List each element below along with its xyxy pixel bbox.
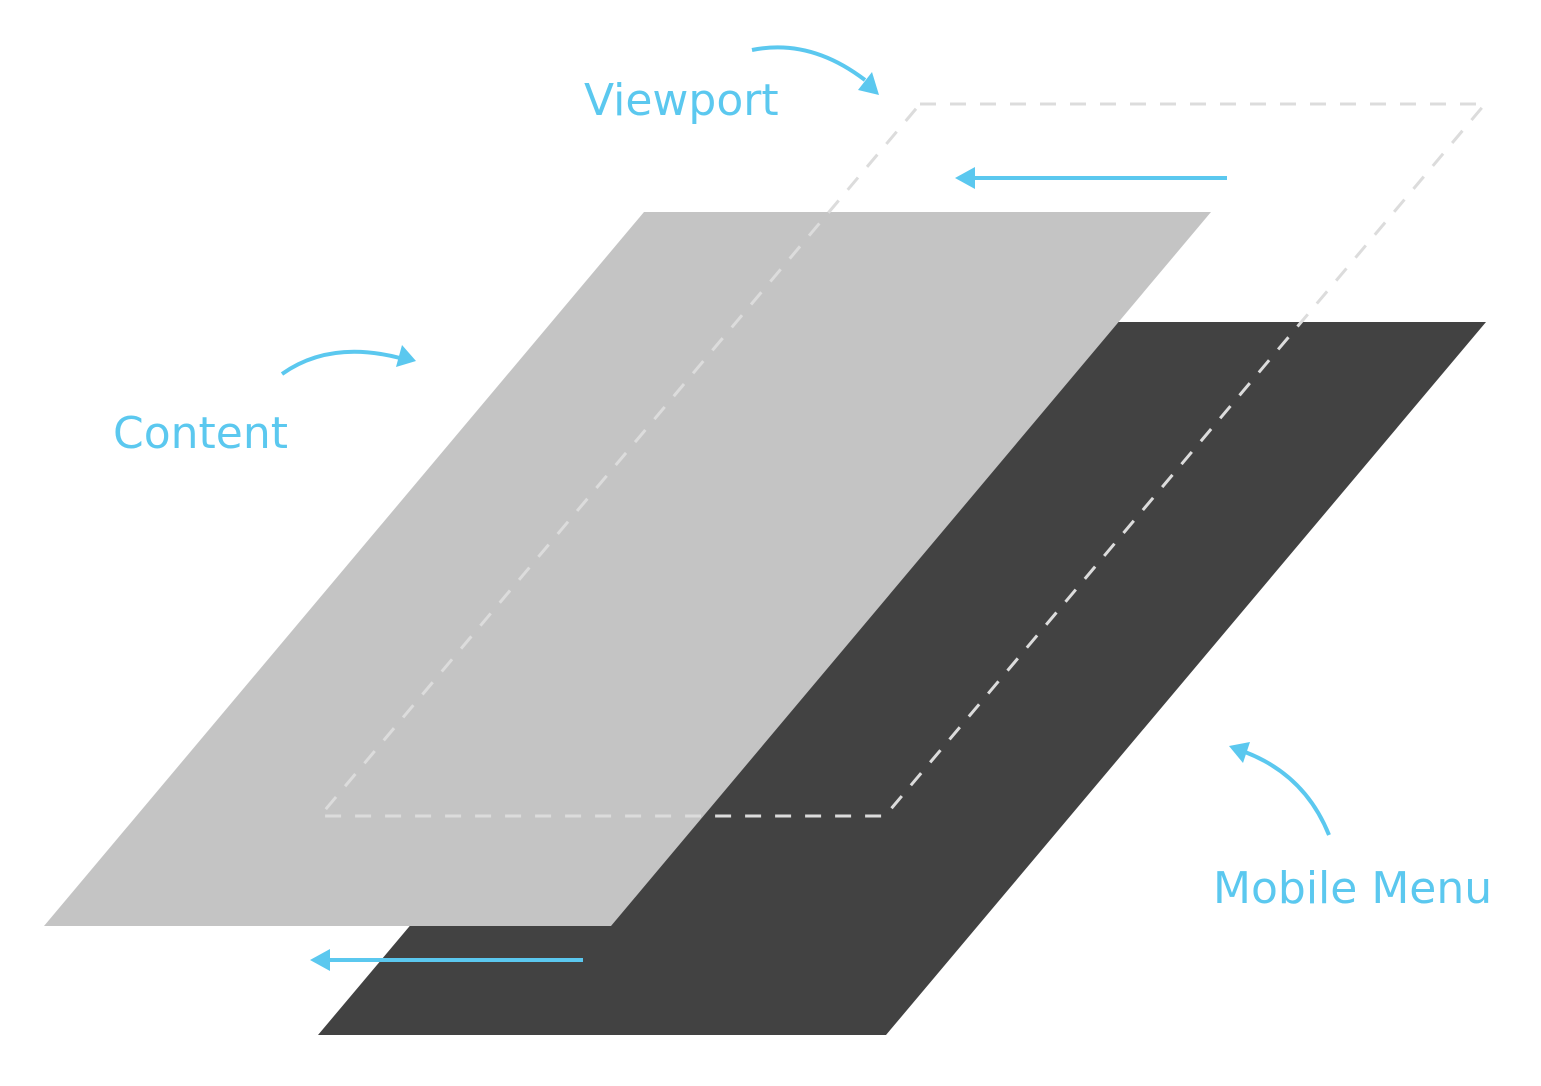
slide-arrow-top [955,167,1227,189]
viewport-label: Viewport [584,75,779,126]
mobile-menu-pointer-arrow [1229,742,1331,836]
slide-arrow-bottom [310,949,583,971]
content-label: Content [113,408,288,459]
arrow-head-icon [310,949,330,971]
viewport-outline [316,102,1489,818]
content-layer [44,212,1211,926]
mobile-menu-label: Mobile Menu [1213,863,1492,914]
viewport-pointer-arrow [751,45,879,95]
arrow-head-icon [955,167,975,189]
content-pointer-arrow [280,345,416,376]
